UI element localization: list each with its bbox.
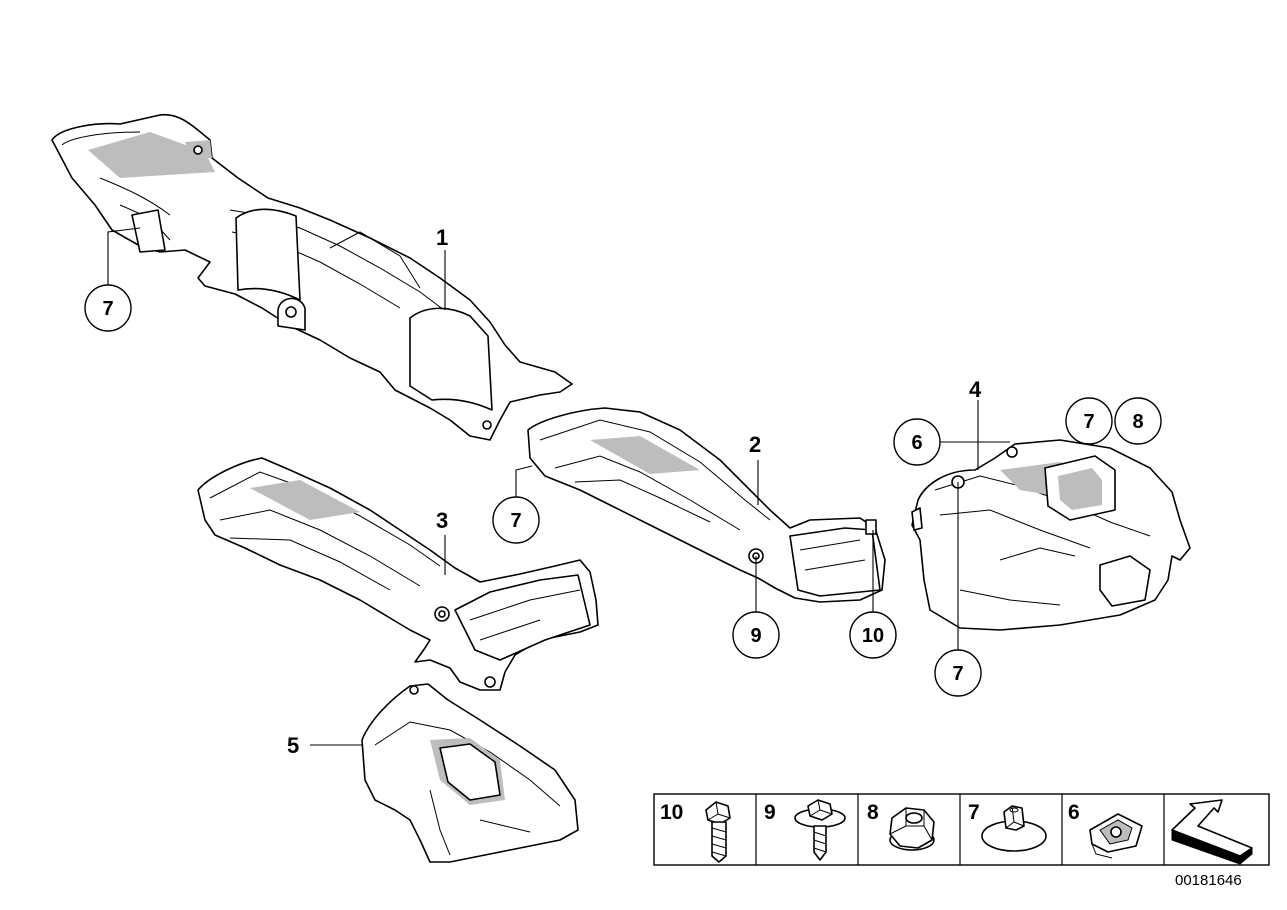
leader-callout-7-a: [107, 227, 141, 288]
hex-nut-icon: [889, 807, 935, 851]
svg-text:7: 7: [510, 510, 521, 532]
heat-shield-part-2[interactable]: [527, 407, 886, 603]
svg-text:9: 9: [750, 625, 761, 647]
legend-num-8: 8: [867, 801, 879, 824]
svg-text:6: 6: [911, 432, 922, 454]
heat-shield-part-5[interactable]: [361, 683, 579, 863]
svg-text:7: 7: [1083, 411, 1094, 433]
callout-9[interactable]: 9: [732, 611, 780, 659]
heat-shield-part-1[interactable]: [51, 113, 573, 441]
speed-clip-nut-icon: [1089, 813, 1143, 859]
svg-text:10: 10: [862, 625, 884, 647]
part-label-5: 5: [287, 733, 299, 758]
flange-screw-icon: [794, 799, 846, 861]
callout-7-a[interactable]: 7: [84, 284, 132, 332]
part-label-4: 4: [969, 377, 982, 402]
heat-shield-part-3[interactable]: [197, 457, 599, 691]
diagram-id: 00181646: [1175, 872, 1242, 889]
callout-7-b[interactable]: 7: [492, 496, 540, 544]
callout-6[interactable]: 6: [893, 418, 941, 466]
svg-text:7: 7: [102, 298, 113, 320]
legend-num-7: 7: [968, 801, 980, 824]
hex-head-bolt-icon: [705, 801, 731, 863]
heat-shield-part-4[interactable]: [911, 439, 1191, 631]
callout-10[interactable]: 10: [849, 611, 897, 659]
direction-arrow-icon: [1171, 799, 1253, 865]
washer-nut-icon: [981, 805, 1047, 852]
legend-num-10: 10: [660, 801, 683, 824]
svg-text:7: 7: [952, 663, 963, 685]
callout-8[interactable]: 8: [1114, 397, 1162, 445]
part-label-2: 2: [749, 432, 761, 457]
fastener-legend-table: 10 9 8 7 6: [653, 793, 1270, 866]
part-label-3: 3: [436, 508, 448, 533]
legend-num-9: 9: [764, 801, 776, 824]
svg-text:8: 8: [1132, 411, 1143, 433]
leader-callout-7-b: [515, 465, 533, 498]
part-label-1: 1: [436, 225, 448, 250]
legend-num-6: 6: [1068, 801, 1080, 824]
callout-7-d[interactable]: 7: [934, 649, 982, 697]
leader-part-4: [940, 400, 1010, 470]
callout-7-c[interactable]: 7: [1065, 397, 1113, 445]
